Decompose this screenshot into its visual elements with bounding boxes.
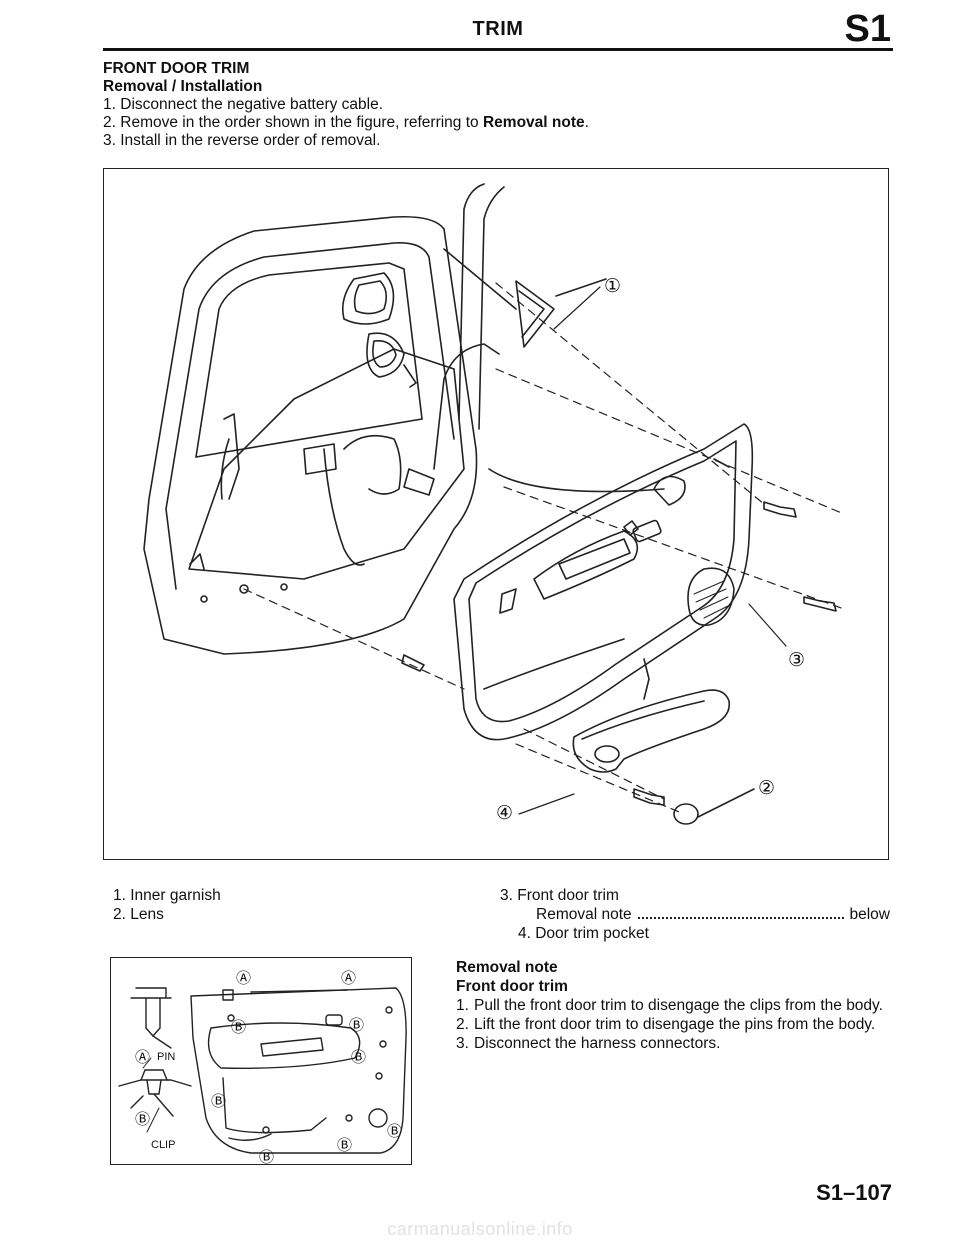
pin-detail-drawing [130,987,172,1049]
label-a: Ⓐ [135,1048,150,1066]
page-title: TRIM [472,18,524,40]
callout-1: ① [604,275,621,297]
label-b: Ⓑ [231,1018,246,1036]
mini-trim-panel-drawing [190,987,407,1154]
dot-leader [637,905,844,919]
clip-label: CLIP [151,1139,175,1151]
callout-labels: ① ② ③ ④ [496,275,805,824]
label-a: Ⓐ [341,969,356,987]
label-b: Ⓑ [135,1110,150,1128]
parts-legend-right: 3. Front door trim Removal note below 4.… [500,886,890,943]
watermark: carmanualsonline.info [387,1219,573,1239]
screw-drawings [401,501,837,806]
page-number: S1–107 [816,1180,892,1205]
inner-garnish-drawing [443,248,607,348]
mini-callout-labels: Ⓐ Ⓐ Ⓑ Ⓑ Ⓑ Ⓑ Ⓑ Ⓑ Ⓑ Ⓐ Ⓑ [135,969,402,1166]
callout-4: ④ [496,802,513,824]
assembly-guide-lines [243,282,845,815]
removal-note-reference: Removal note [482,114,585,131]
procedure-steps: 1. Disconnect the negative battery cable… [103,96,589,150]
label-b: Ⓑ [211,1092,226,1110]
label-b: Ⓑ [349,1016,364,1034]
procedure-step: 1. Disconnect the negative battery cable… [103,96,384,113]
label-b: Ⓑ [337,1136,352,1154]
removal-note-section: Removal note Front door trim 1. Pull the… [456,958,892,1053]
label-b: Ⓑ [387,1122,402,1140]
label-b: Ⓑ [351,1048,366,1066]
removal-note-subtitle: Front door trim [456,978,568,995]
callout-3: ③ [788,649,805,671]
removal-note-step: 3. Disconnect the harness connectors. [456,1035,721,1052]
door-body-drawing [143,183,665,655]
legend-item: 1. Inner garnish [113,887,221,904]
label-a: Ⓐ [236,969,251,987]
label-b: Ⓑ [259,1148,274,1166]
legend-item: 4. Door trim pocket [518,925,649,942]
procedure-heading: FRONT DOOR TRIM [103,60,250,77]
intro-section: FRONT DOOR TRIM Removal / Installation 1… [103,60,589,150]
section-code: S1 [844,8,891,50]
legend-item: 2. Lens [113,906,164,923]
procedure-step: 3. Install in the reverse order of remov… [103,132,381,149]
legend-item: 3. Front door trim [500,887,619,904]
removal-note-title: Removal note [456,959,558,976]
legend-removal-note-line: Removal note below [536,905,890,923]
door-trim-pocket-drawing [572,689,731,773]
clip-detail-drawing [118,1069,192,1117]
procedure-subheading: Removal / Installation [103,78,263,95]
removal-note-step: 1. Pull the front door trim to disengage… [456,997,883,1014]
callout-2: ② [758,777,775,799]
pin-label: PIN [157,1051,175,1063]
parts-legend-left: 1. Inner garnish 2. Lens [113,886,221,924]
door-trim-panel-drawing [453,423,754,741]
page-header: TRIM S1 [103,8,893,51]
procedure-step: 2. Remove in the order shown in the figu… [103,114,589,131]
removal-note-step: 2. Lift the front door trim to disengage… [456,1016,876,1033]
clip-pin-location-diagram: Ⓐ Ⓐ Ⓑ Ⓑ Ⓑ Ⓑ Ⓑ Ⓑ Ⓑ Ⓐ Ⓑ PIN CLIP [110,957,412,1166]
lens-drawing [673,788,755,825]
door-trim-exploded-diagram: ① ② ③ ④ [103,168,889,860]
